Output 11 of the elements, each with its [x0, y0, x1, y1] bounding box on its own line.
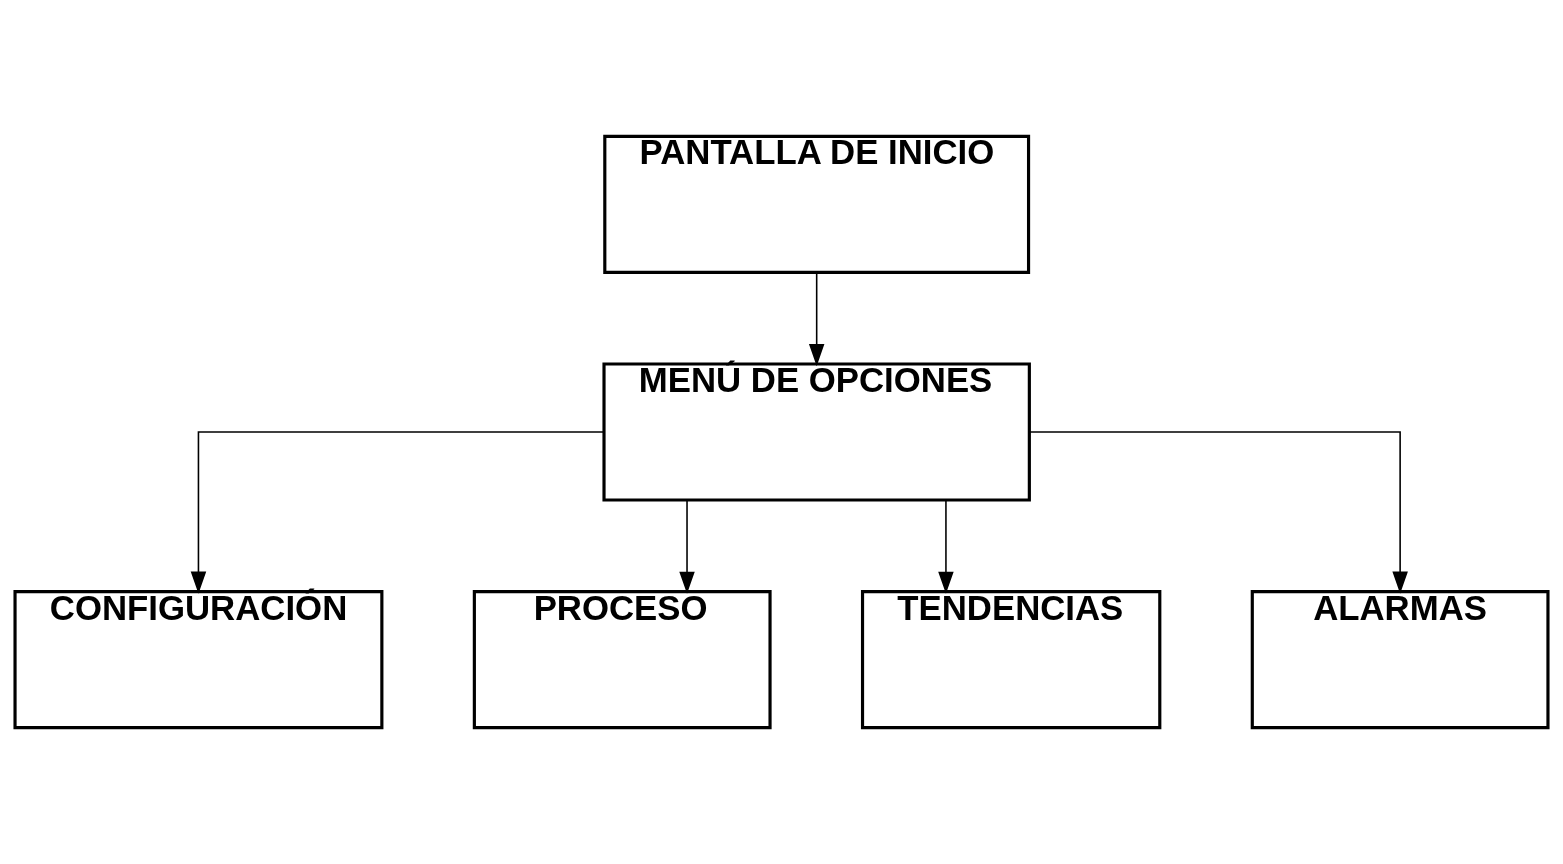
node-box: CONFIGURACIÓN: [13, 590, 384, 730]
node-box: PROCESO: [472, 590, 772, 730]
arrow: [808, 271, 825, 367]
arrow: [190, 431, 605, 594]
node-box: MENÚ DE OPCIONES: [602, 362, 1031, 502]
node-box: ALARMAS: [1250, 590, 1550, 730]
node-box: PANTALLA DE INICIO: [603, 134, 1031, 274]
arrow: [1028, 431, 1408, 594]
node-box: TENDENCIAS: [860, 590, 1162, 730]
arrow: [679, 499, 695, 594]
arrow: [938, 499, 954, 594]
